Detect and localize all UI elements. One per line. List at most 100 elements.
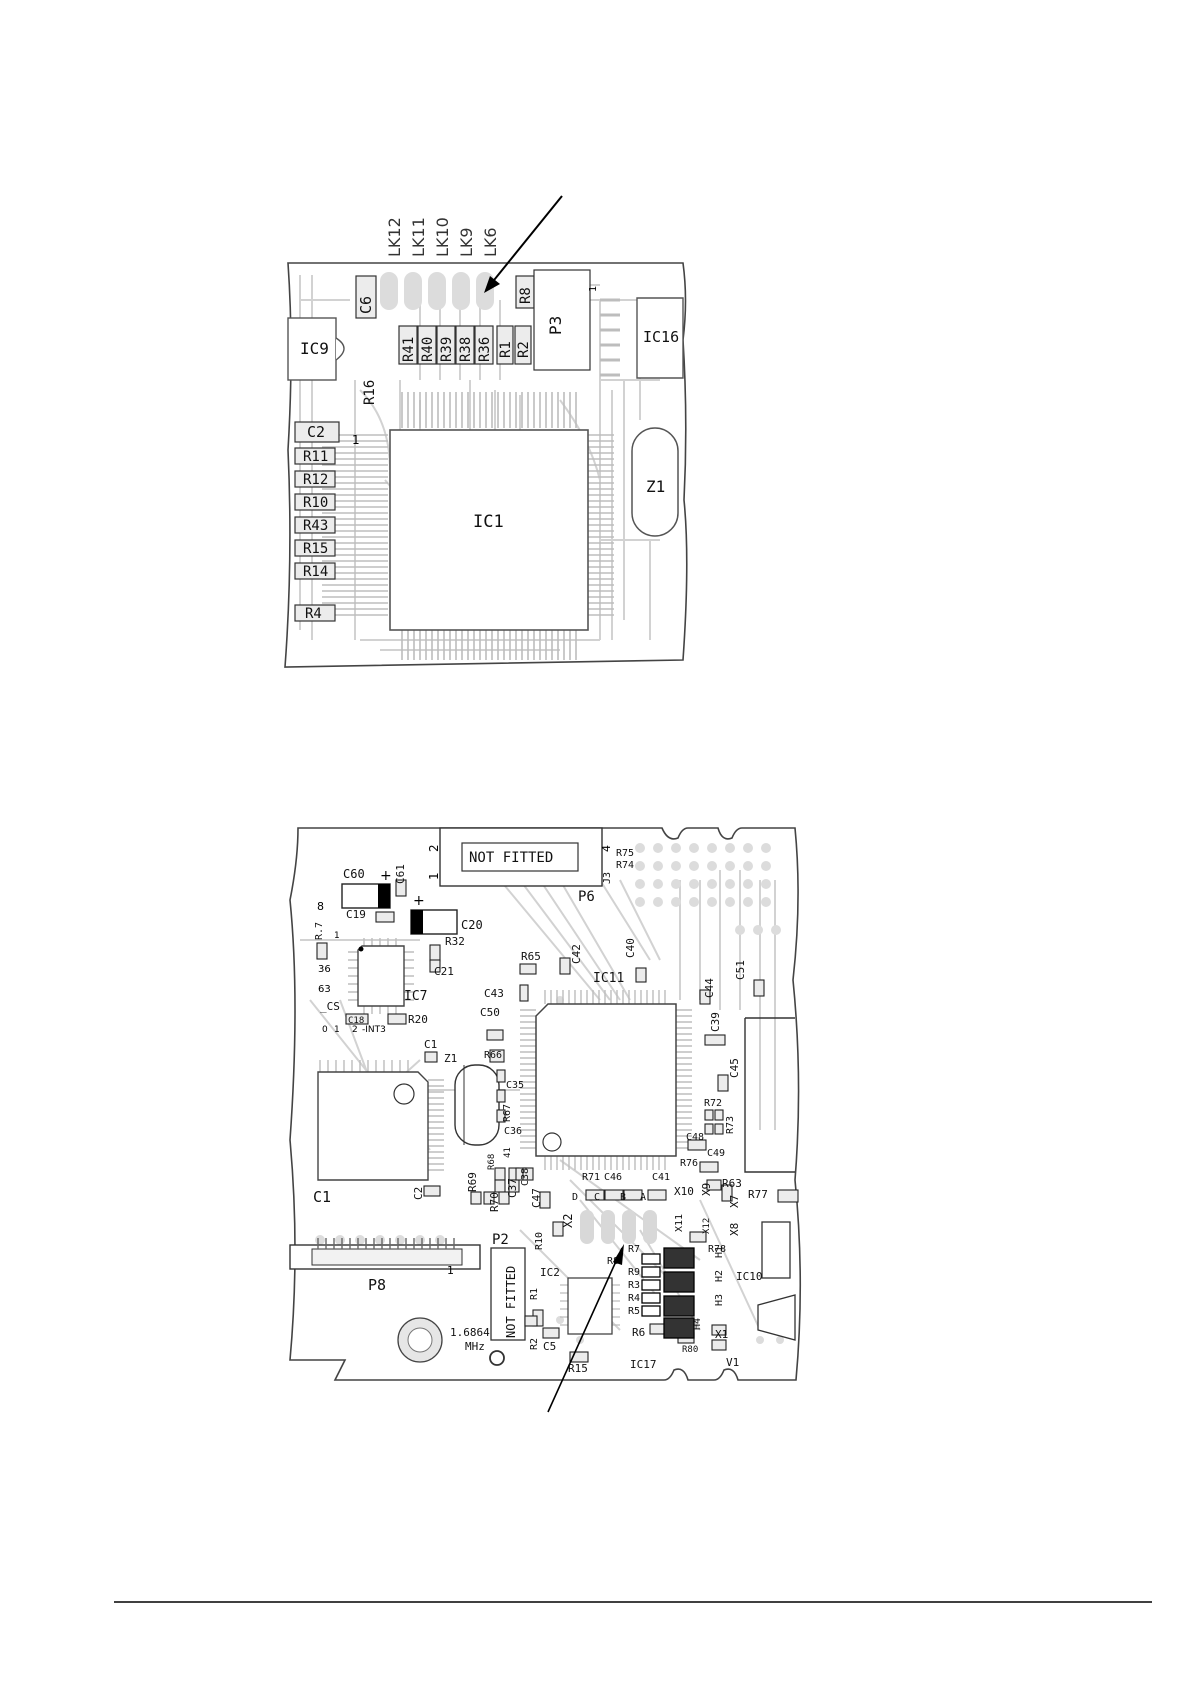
- jumper-b: B: [620, 1192, 626, 1203]
- label-r1: R1: [529, 1288, 540, 1300]
- label-r10: R10: [303, 495, 328, 511]
- label-h4: H4: [692, 1318, 703, 1330]
- pin-63: 63: [318, 984, 331, 995]
- label-h2: H2: [714, 1270, 725, 1282]
- label-c2: C2: [307, 423, 325, 441]
- label-p8: P8: [368, 1276, 386, 1294]
- p2-connector: [490, 1247, 526, 1341]
- pin1-mark-p3: 1: [588, 286, 599, 292]
- label-ic7: IC7: [404, 989, 427, 1004]
- pin1-mark-ic1: 1: [352, 433, 360, 447]
- cs-option-1: 1: [334, 1025, 340, 1035]
- label-p2: P2: [492, 1232, 509, 1248]
- label-v1: V1: [726, 1356, 739, 1369]
- label-c39: C39: [709, 1012, 722, 1032]
- label-z1: Z1: [646, 477, 665, 496]
- p8-pins: [317, 1238, 455, 1249]
- label-c61: C61: [394, 864, 407, 884]
- label-r77: R77: [748, 1188, 768, 1201]
- lk9-label: LK9: [457, 227, 476, 257]
- label-r11: R11: [303, 449, 328, 465]
- p6-not-fitted-text: NOT FITTED: [469, 850, 553, 866]
- label-ic16: IC16: [643, 328, 679, 346]
- label-r38: R38: [458, 337, 474, 362]
- label-c51: C51: [734, 960, 747, 980]
- p6-inner: [461, 842, 579, 872]
- label-r63: R63: [722, 1177, 742, 1190]
- ic1-pins: [322, 392, 614, 660]
- ic9-tab: [335, 337, 345, 361]
- label-r2: R2: [529, 1338, 540, 1350]
- label-r65: R65: [521, 950, 541, 963]
- label-r41: R41: [401, 337, 417, 362]
- lk6-label: LK6: [481, 227, 500, 257]
- bottom-small-pads: [316, 879, 799, 1363]
- top-component-outlines: [294, 269, 591, 622]
- label-x10: X10: [674, 1185, 694, 1198]
- left-qfp-pin1-marker: [393, 1083, 415, 1105]
- label-r16: R16: [362, 380, 378, 405]
- ic16-pins: [600, 298, 620, 377]
- label-ic9: IC9: [300, 339, 329, 358]
- label-x2: X2: [561, 1214, 575, 1228]
- label-c38: C38: [520, 1168, 531, 1186]
- label-c44: C44: [703, 978, 716, 998]
- label-c37: C37: [506, 1178, 519, 1198]
- label-r5: R5: [628, 1306, 640, 1317]
- label-ic2: IC2: [540, 1266, 560, 1279]
- label-x9: X9: [700, 1183, 713, 1196]
- label-r43: R43: [303, 518, 328, 534]
- right-bottom-connector: [757, 1294, 796, 1341]
- label-x8: X8: [728, 1223, 741, 1236]
- cs-label: _CS: [320, 1000, 340, 1013]
- label-r4: R4: [628, 1293, 640, 1304]
- p8-inner: [311, 1248, 463, 1266]
- label-c19: C19: [346, 908, 366, 921]
- label-ic11: IC11: [593, 971, 624, 986]
- label-41: 41: [503, 1147, 513, 1158]
- label-c43: C43: [484, 987, 504, 1000]
- label-p3: P3: [546, 316, 565, 335]
- bottom-component-labels: C60 C61 C19 C20 R32 C21 R.7 IC7 C18 R20 …: [313, 848, 768, 1375]
- crystal-unit-label: MHz: [465, 1340, 485, 1353]
- ic10-chip: [761, 1221, 791, 1279]
- c20-plus: +: [413, 893, 425, 909]
- label-c50: C50: [480, 1006, 500, 1019]
- cs-option-0: 0: [322, 1025, 328, 1035]
- lk-labels: LK12 LK11 LK10 LK9 LK6: [385, 217, 500, 257]
- label-r72: R72: [704, 1098, 722, 1109]
- ic11-pin1-marker: [542, 1132, 562, 1152]
- ic16-body: [636, 297, 684, 379]
- bottom-lk-pads: [580, 1210, 657, 1244]
- label-ic17: IC17: [630, 1358, 657, 1371]
- label-c18: C18: [348, 1016, 364, 1026]
- label-c1-ic7: C1: [424, 1038, 437, 1051]
- label-r80: R80: [682, 1345, 698, 1355]
- label-c21: C21: [434, 965, 454, 978]
- left-qfp-pins: [319, 1060, 444, 1171]
- label-x1: X1: [715, 1328, 728, 1341]
- ic11-pins: [520, 990, 692, 1170]
- p6-pin4: 4: [600, 845, 613, 852]
- label-c35: C35: [506, 1080, 524, 1091]
- label-c41: C41: [652, 1172, 670, 1183]
- label-x11: X11: [674, 1214, 685, 1232]
- label-r6: R6: [632, 1326, 645, 1339]
- label-r69: R69: [466, 1172, 479, 1192]
- p6-pin1: 1: [427, 872, 441, 880]
- label-r3: R3: [628, 1280, 640, 1291]
- mounting-hole-inner: [407, 1327, 433, 1353]
- label-r8: R8: [518, 287, 534, 304]
- label-r40: R40: [420, 337, 436, 362]
- label-r76: R76: [680, 1158, 698, 1169]
- label-x12: X12: [702, 1218, 712, 1234]
- label-x7: X7: [728, 1195, 741, 1208]
- bottom-callout-arrow: [547, 1244, 624, 1413]
- label-r7: R7: [628, 1244, 640, 1255]
- label-r4: R4: [305, 606, 322, 622]
- cs-option-int3: -INT3: [362, 1025, 386, 1035]
- lk11-label: LK11: [409, 217, 428, 257]
- jumper-c: C: [594, 1192, 600, 1203]
- label-c47: C47: [530, 1188, 543, 1208]
- r-stack: [641, 1247, 695, 1339]
